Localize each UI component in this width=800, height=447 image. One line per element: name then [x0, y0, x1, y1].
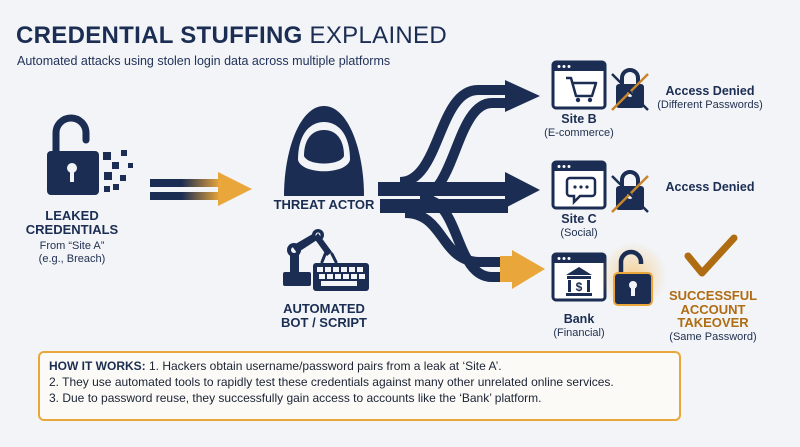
how-it-works-step3: 3. Due to password reuse, they successfu…	[49, 391, 542, 405]
how-it-works-box: HOW IT WORKS: 1. Hackers obtain username…	[38, 351, 681, 421]
leaked-source: From “Site A” (e.g., Breach)	[22, 240, 122, 265]
bank-result-line3: TAKEOVER	[677, 315, 749, 331]
site-c-category: (Social)	[560, 227, 598, 239]
bank-name: Bank	[563, 312, 595, 326]
hacker-label-line1: HACKER /	[292, 183, 356, 198]
unlocked-padlock-glow-icon	[599, 242, 667, 310]
site-c-result: Access Denied	[665, 180, 755, 194]
how-it-works-step1: 1. Hackers obtain username/password pair…	[145, 359, 502, 373]
leaked-credentials-label: LEAKED CREDENTIALS	[22, 209, 122, 236]
how-it-works-heading: HOW IT WORKS:	[49, 359, 146, 373]
page-title: CREDENTIAL STUFFING EXPLAINED	[16, 24, 447, 48]
robot-arm-icon	[283, 229, 338, 286]
how-it-works-step2: 2. They use automated tools to rapidly t…	[49, 375, 614, 389]
site-c-name: Site C	[561, 212, 597, 226]
leaked-source-line1: From “Site A”	[39, 240, 105, 252]
title-light: EXPLAINED	[302, 22, 447, 49]
site-c-window-icon	[551, 160, 607, 210]
locked-padlock-denied-icon	[611, 170, 649, 213]
site-b-category: (E-commerce)	[544, 127, 614, 139]
bot-label: AUTOMATED BOT / SCRIPT	[264, 302, 384, 329]
locked-padlock-denied-icon	[611, 68, 649, 111]
bank-dollar-sign: $	[576, 280, 583, 294]
chat-bubble-icon	[565, 176, 597, 206]
flow-arrow-icon	[150, 172, 252, 206]
keyboard-icon	[313, 263, 369, 291]
bank-result-sub: (Same Password)	[669, 331, 757, 343]
bank-icon: $	[566, 267, 592, 296]
site-b-result: Access Denied	[665, 84, 755, 98]
leaked-label-line1: LEAKED	[45, 208, 99, 223]
bank-result: SUCCESSFUL ACCOUNT TAKEOVER	[658, 289, 768, 330]
bot-label-line2: BOT / SCRIPT	[281, 314, 367, 330]
shopping-cart-icon	[566, 76, 598, 103]
bank-category: (Financial)	[553, 327, 605, 339]
site-b-result-sub: (Different Passwords)	[657, 99, 763, 111]
hacker-label: HACKER / THREAT ACTOR	[264, 184, 384, 211]
branching-arrows-icon	[378, 80, 545, 289]
how-it-works-line1: HOW IT WORKS: 1. Hackers obtain username…	[49, 358, 670, 374]
open-padlock-icon	[47, 114, 133, 195]
page-subtitle: Automated attacks using stolen login dat…	[17, 54, 391, 68]
title-bold: CREDENTIAL STUFFING	[16, 22, 303, 49]
check-mark-icon	[684, 234, 738, 277]
leaked-source-line2: (e.g., Breach)	[38, 252, 106, 265]
leaked-label-line2: CREDENTIALS	[25, 221, 119, 237]
bank-result-line2: ACCOUNT	[680, 301, 746, 317]
bot-label-line1: AUTOMATED	[283, 301, 365, 316]
bank-result-line1: SUCCESSFUL	[668, 288, 758, 303]
hacker-icon	[284, 106, 364, 196]
hacker-label-line2: THREAT ACTOR	[273, 196, 375, 212]
site-b-name: Site B	[561, 112, 597, 126]
